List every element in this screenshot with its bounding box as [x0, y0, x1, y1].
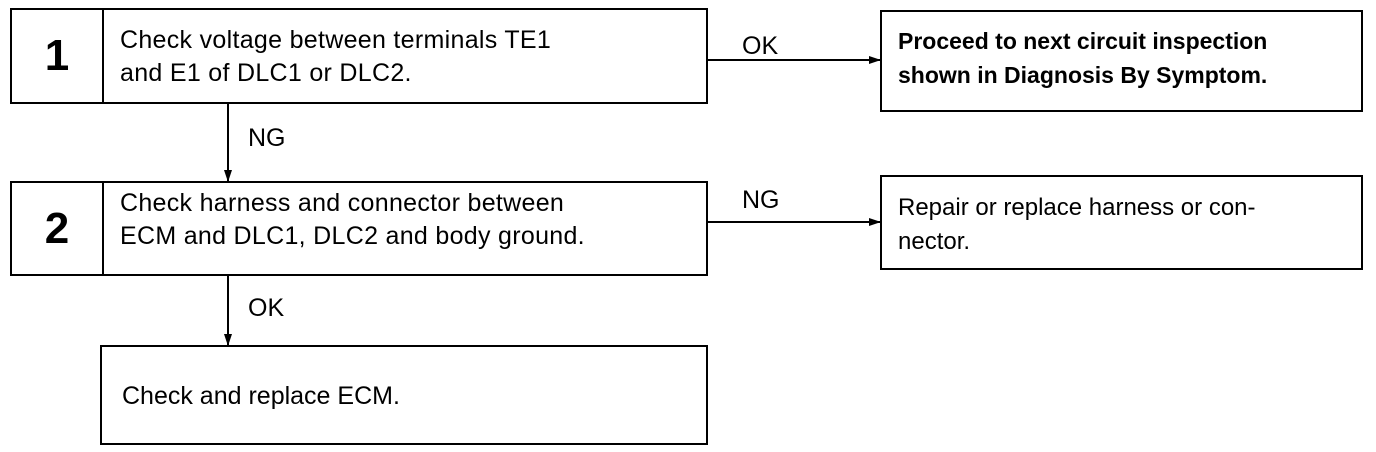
- step-1-box: 1 Check voltage between terminals TE1 an…: [10, 8, 708, 104]
- result-final-text: Check and replace ECM.: [122, 382, 400, 410]
- step-1-number: 1: [12, 10, 104, 102]
- result-proceed-box: Proceed to next circuit inspection shown…: [880, 10, 1363, 112]
- step-1-ok-label: OK: [742, 32, 779, 60]
- result-proceed-text: Proceed to next circuit inspection shown…: [898, 24, 1349, 92]
- step-2-box: 2 Check harness and connector between EC…: [10, 181, 708, 276]
- step-1-line-2: and E1 of DLC1 or DLC2.: [120, 59, 412, 87]
- result-final-box: Check and replace ECM.: [100, 345, 708, 445]
- result-repair-line-1: Repair or replace harness or con-: [898, 194, 1256, 221]
- result-proceed-line-2: shown in Diagnosis By Symptom.: [898, 62, 1268, 88]
- step-2-ok-label: OK: [248, 294, 285, 322]
- result-repair-text: Repair or replace harness or con- nector…: [898, 191, 1349, 259]
- step-2-line-1: Check harness and connector between: [120, 189, 565, 217]
- step-2-text: Check harness and connector between ECM …: [120, 187, 692, 253]
- result-repair-line-2: nector.: [898, 228, 971, 255]
- step-2-number: 2: [12, 183, 104, 274]
- step-1-text: Check voltage between terminals TE1 and …: [120, 24, 692, 90]
- step-2-line-2: ECM and DLC1, DLC2 and body ground.: [120, 222, 585, 250]
- result-repair-box: Repair or replace harness or con- nector…: [880, 175, 1363, 270]
- result-proceed-line-1: Proceed to next circuit inspection: [898, 28, 1268, 54]
- step-2-ng-label: NG: [742, 186, 780, 214]
- step-1-ng-label: NG: [248, 124, 286, 152]
- step-1-line-1: Check voltage between terminals TE1: [120, 26, 552, 54]
